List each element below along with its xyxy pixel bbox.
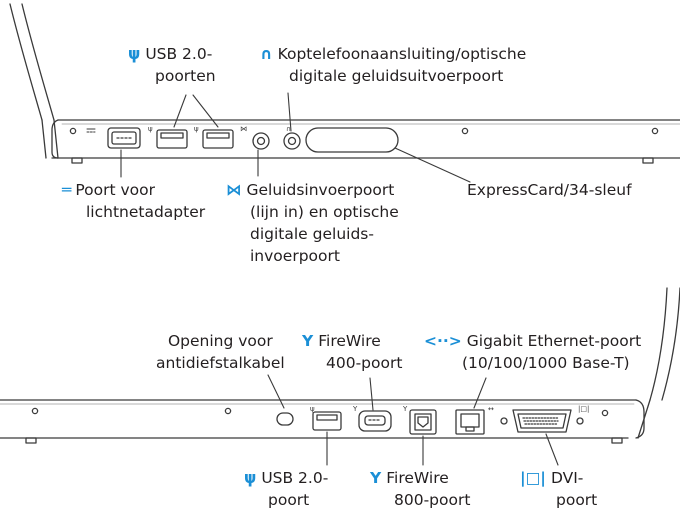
left-side-laptop-body: [9, 3, 680, 164]
top-audio-in-port: [252, 132, 270, 150]
power-adapter-port-label: ═Poort voor lichtnetadapter: [62, 181, 206, 221]
bottom-ethernet-port: [455, 409, 485, 435]
right-side-laptop-body: [0, 287, 680, 444]
audio-in-emboss-icon: ⋈: [240, 125, 247, 133]
headphone-emboss-icon: ∩: [286, 125, 291, 133]
bottom-dvi-port: [500, 409, 584, 433]
firewire-emboss-icon: Y: [352, 405, 358, 413]
bottom-security-slot: [276, 412, 294, 426]
firewire-icon: Y: [370, 469, 382, 487]
audio-in-port-label: ⋈Geluidsinvoerpoort (lijn in) en optisch…: [226, 181, 399, 265]
top-leader-lines: [120, 92, 471, 183]
bottom-usb-port: [312, 411, 342, 431]
top-expresscard-slot: [305, 127, 399, 153]
expresscard-slot-label: ExpressCard/34-sleuf: [467, 181, 632, 199]
headphone-port-label: ∩Koptelefoonaansluiting/optische digital…: [260, 45, 527, 85]
usb-emboss-icon: ψ: [194, 125, 199, 133]
top-usb-port-2: [202, 129, 234, 149]
top-usb-port-1: [156, 129, 188, 149]
usb-icon: ψ: [128, 45, 141, 63]
firewire-icon: Y: [302, 332, 314, 350]
top-dc-power-port: [86, 127, 141, 149]
bottom-firewire800-port: [409, 409, 437, 435]
firewire-emboss-icon: Y: [402, 405, 408, 413]
usb-icon: ψ: [244, 469, 257, 487]
audio-in-icon: ⋈: [226, 181, 242, 199]
ethernet-emboss-icon: ↔: [488, 405, 494, 413]
dvi-port-label: |□|DVI- poort: [520, 469, 598, 509]
top-headphone-port: [283, 132, 301, 150]
headphone-icon: ∩: [260, 45, 273, 63]
bottom-firewire400-port: [358, 410, 392, 432]
bottom-leader-lines: [267, 374, 559, 466]
usb-emboss-icon: ψ: [148, 125, 153, 133]
dc-power-icon: ═: [62, 181, 71, 199]
ethernet-port-label: <··>Gigabit Ethernet-poort (10/100/1000 …: [424, 332, 642, 372]
ethernet-icon: <··>: [424, 332, 462, 350]
dvi-icon: |□|: [520, 469, 546, 487]
dvi-emboss-icon: |□|: [578, 405, 589, 413]
security-slot-label: Opening voor antidiefstalkabel: [156, 332, 285, 372]
usb-emboss-icon: ψ: [310, 405, 315, 413]
